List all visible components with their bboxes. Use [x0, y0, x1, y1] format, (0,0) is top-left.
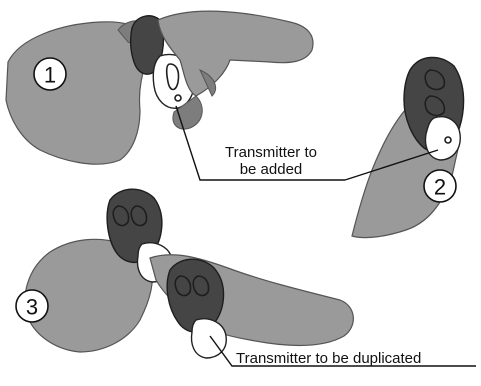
step-number-3: 3 — [26, 295, 38, 320]
caption-added-line1: Transmitter to — [196, 144, 346, 161]
caption-added-line2: be added — [196, 161, 346, 178]
step-number-1: 1 — [44, 63, 56, 88]
step-marker-1: 1 — [34, 58, 66, 90]
left-hand-1 — [6, 22, 150, 164]
step-marker-2: 2 — [424, 170, 456, 202]
scene-2 — [345, 57, 464, 237]
step-marker-3: 3 — [16, 290, 48, 322]
remote-light-2 — [426, 117, 461, 160]
step-number-2: 2 — [434, 175, 446, 200]
caption-transmitter-added: Transmitter to be added — [196, 144, 346, 178]
caption-transmitter-duplicated: Transmitter to be duplicated — [236, 350, 476, 367]
